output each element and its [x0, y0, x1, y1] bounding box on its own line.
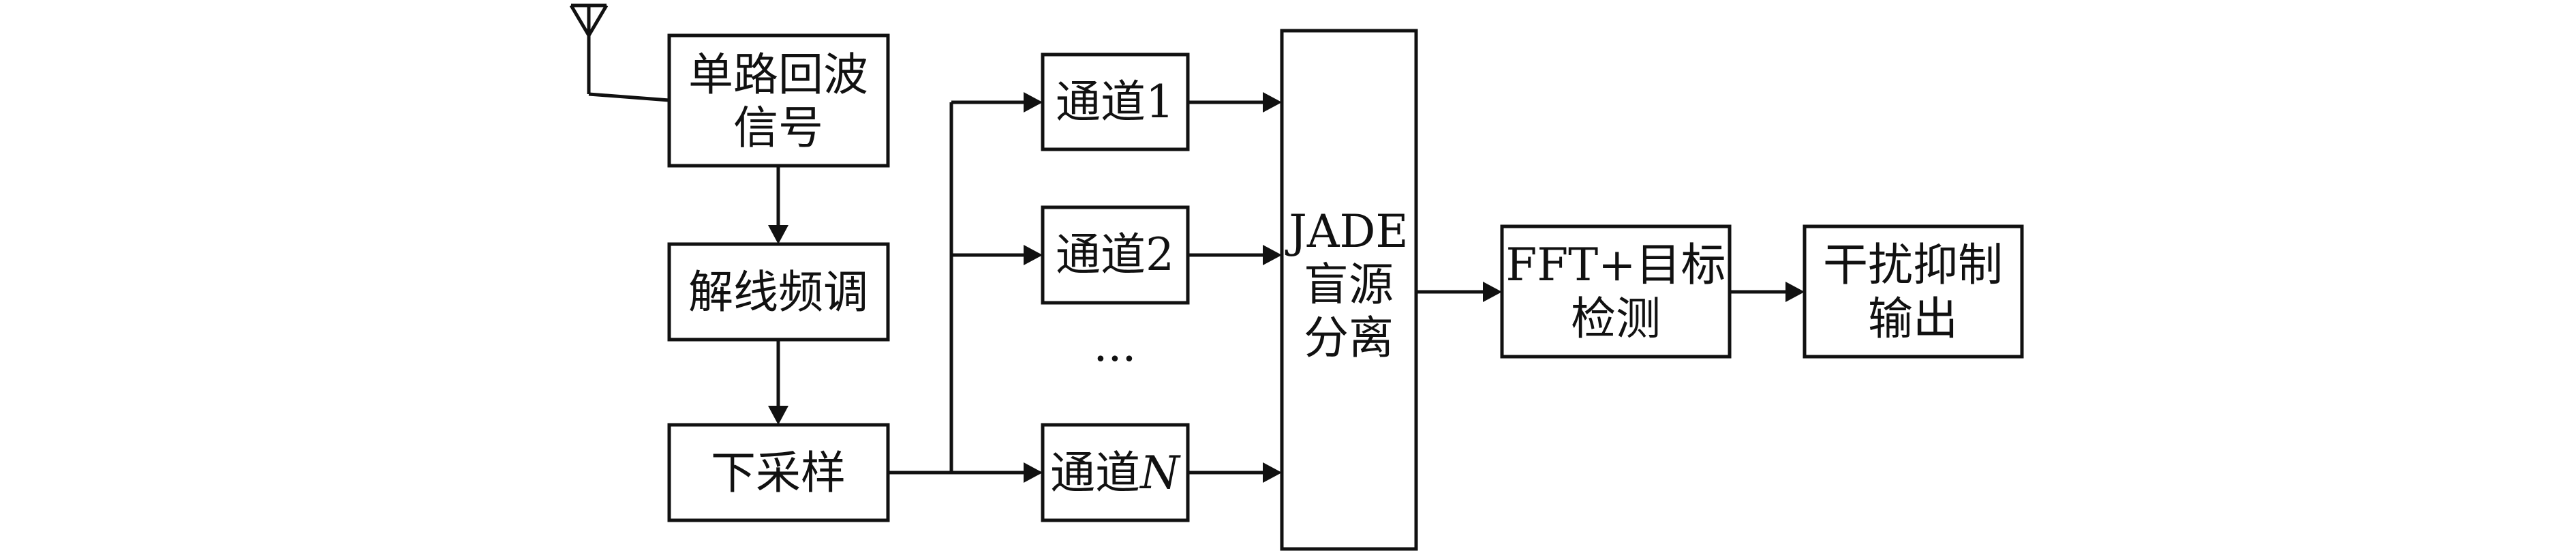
- channel-1-block: 通道1: [1041, 53, 1190, 151]
- output-line2: 输出: [1868, 293, 1958, 345]
- fft-detection-block: FFT+目标 检测: [1500, 224, 1732, 359]
- channel-n-label-prefix: 通道: [1050, 447, 1140, 499]
- echo-signal-line1: 单路回波: [688, 48, 868, 101]
- channel-ellipsis: ···: [1094, 333, 1137, 385]
- arrow-to-channel-n: [951, 462, 1043, 483]
- downsample-block: 下采样: [667, 423, 890, 522]
- fanout-trunk: [888, 102, 953, 475]
- dechirp-block: 解线频调: [667, 242, 890, 342]
- jade-line3: 分离: [1304, 312, 1394, 364]
- downsample-label: 下采样: [711, 447, 846, 499]
- antenna-to-echo-connector: [588, 92, 670, 102]
- channel-n-label: 通道N: [1050, 447, 1181, 499]
- output-line1: 干扰抑制: [1823, 239, 2003, 291]
- echo-signal-line2: 信号: [733, 102, 823, 154]
- arrow-channel-n-to-jade: [1188, 462, 1282, 483]
- arrow-channel-2-to-jade: [1188, 245, 1282, 265]
- arrow-channel-1-to-jade: [1188, 92, 1282, 113]
- arrow-dechirp-to-downsample: [768, 340, 788, 425]
- interference-suppression-output-block: 干扰抑制 输出: [1803, 224, 2024, 359]
- dechirp-label: 解线频调: [688, 266, 868, 318]
- jade-line1: JADE: [1285, 205, 1408, 258]
- channel-1-label: 通道1: [1056, 76, 1174, 128]
- arrow-to-channel-1: [951, 92, 1043, 113]
- channel-n-block: 通道N: [1041, 423, 1190, 522]
- channel-2-label: 通道2: [1056, 228, 1174, 281]
- fft-detection-line2: 检测: [1571, 293, 1661, 345]
- arrow-jade-to-fft: [1416, 282, 1502, 302]
- echo-signal-block: 单路回波 信号: [667, 33, 890, 168]
- arrow-echo-to-dechirp: [768, 166, 788, 244]
- jade-bss-block: JADE 盲源 分离: [1280, 29, 1418, 551]
- arrow-to-channel-2: [951, 245, 1043, 265]
- channel-n-label-variable: N: [1139, 447, 1181, 499]
- arrow-fft-to-output: [1730, 282, 1805, 302]
- jade-line2: 盲源: [1304, 258, 1394, 311]
- antenna-icon: [569, 3, 609, 94]
- channel-2-block: 通道2: [1041, 205, 1190, 305]
- fft-detection-line1: FFT+目标: [1506, 239, 1726, 291]
